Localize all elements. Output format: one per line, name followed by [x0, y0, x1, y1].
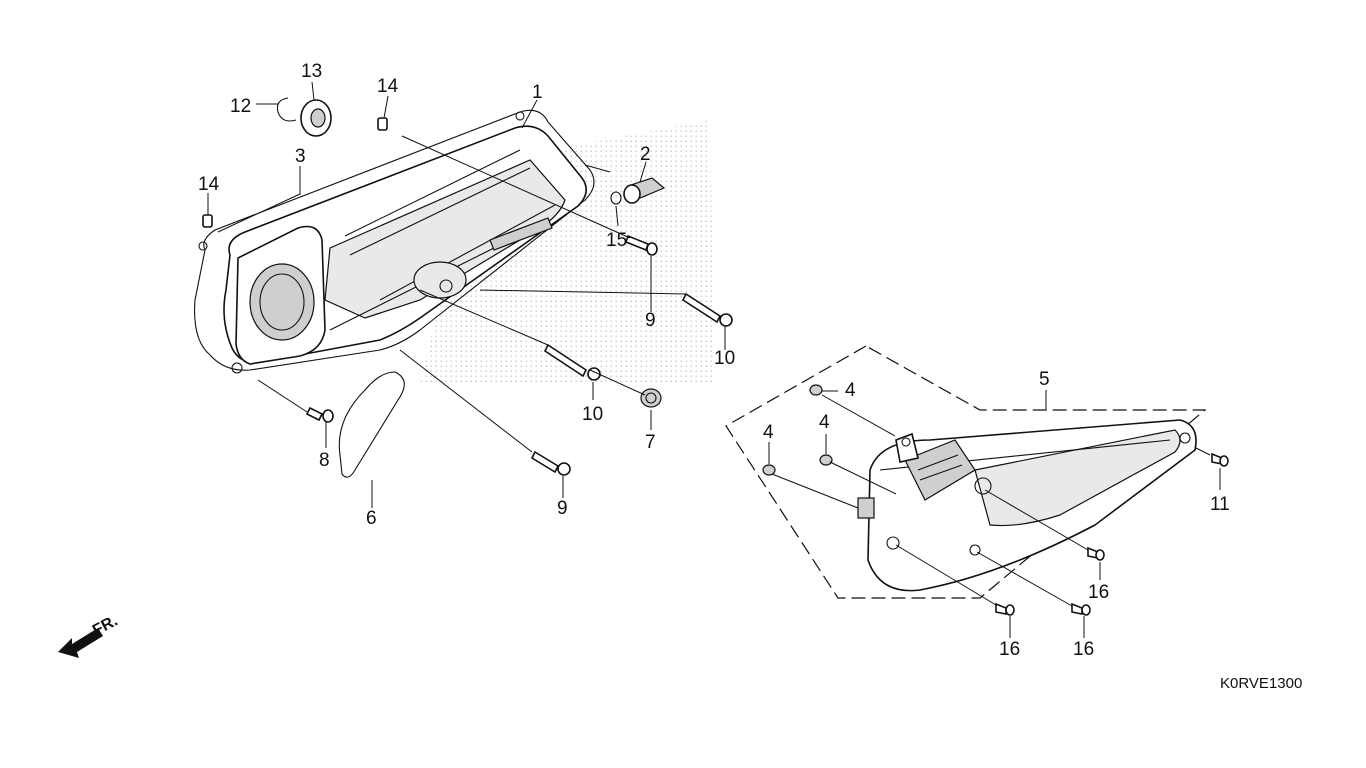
- breather-joint: [623, 177, 666, 204]
- callout-16: 16: [1088, 582, 1109, 603]
- callout-14: 14: [377, 76, 399, 97]
- grommet: [809, 384, 823, 396]
- side-cover-group: [725, 345, 1207, 599]
- bolt: [624, 234, 658, 256]
- dowel-pin: [377, 117, 388, 131]
- callout-5: 5: [1039, 369, 1050, 390]
- callout-2: 2: [640, 144, 651, 165]
- callout-16: 16: [999, 639, 1020, 660]
- callout-8: 8: [319, 450, 330, 471]
- cover-boss: [413, 261, 467, 299]
- callout-10: 10: [714, 348, 735, 369]
- bearing: [300, 99, 332, 137]
- callout-1: 1: [532, 82, 543, 103]
- cover-raised-face: [324, 159, 566, 319]
- bolt: [681, 292, 733, 327]
- callout-3: 3: [295, 146, 306, 167]
- callout-12: 12: [230, 96, 251, 117]
- bolt: [530, 450, 571, 476]
- grommet: [819, 454, 833, 466]
- front-arrow: FR.: [58, 612, 121, 658]
- callout-4: 4: [845, 380, 856, 401]
- callout-4: 4: [763, 422, 774, 443]
- group-bracket: [725, 345, 1207, 599]
- callout-10: 10: [582, 404, 603, 425]
- grommet: [762, 464, 776, 476]
- leader-lines: [207, 81, 726, 508]
- callout-labels: 1 2 3 4 4 4 5 6 7 8 9 9 10 10 11 12 13 1…: [198, 61, 1230, 660]
- cover-clip: [857, 497, 875, 519]
- cover-mount-tab: [895, 432, 919, 463]
- diagram-code: K0RVE1300: [1220, 675, 1302, 692]
- side-cover-face: [974, 429, 1181, 527]
- screw: [1211, 452, 1229, 467]
- bolt: [305, 406, 334, 423]
- screw: [1087, 546, 1105, 561]
- intake-inner: [259, 273, 305, 331]
- dowel-pin: [202, 214, 213, 228]
- o-ring: [610, 191, 622, 205]
- cover-gasket: [194, 109, 595, 371]
- seal-ring: [338, 371, 405, 478]
- cover-logo-plate: [489, 217, 553, 251]
- screw: [1071, 602, 1091, 616]
- callout-9: 9: [557, 498, 568, 519]
- callout-9: 9: [645, 310, 656, 331]
- circlip: [276, 97, 297, 122]
- screw: [995, 602, 1015, 616]
- callout-6: 6: [366, 508, 377, 529]
- callout-4: 4: [819, 412, 830, 433]
- leader-lines-right: [768, 390, 1221, 638]
- callout-7: 7: [645, 432, 656, 453]
- callout-14: 14: [198, 174, 220, 195]
- callout-15: 15: [606, 230, 627, 251]
- cap-nut: [640, 388, 662, 408]
- callout-16: 16: [1073, 639, 1094, 660]
- callout-11: 11: [1210, 494, 1230, 515]
- callout-13: 13: [301, 61, 322, 82]
- left-crankcase-cover-assembly: [194, 109, 595, 374]
